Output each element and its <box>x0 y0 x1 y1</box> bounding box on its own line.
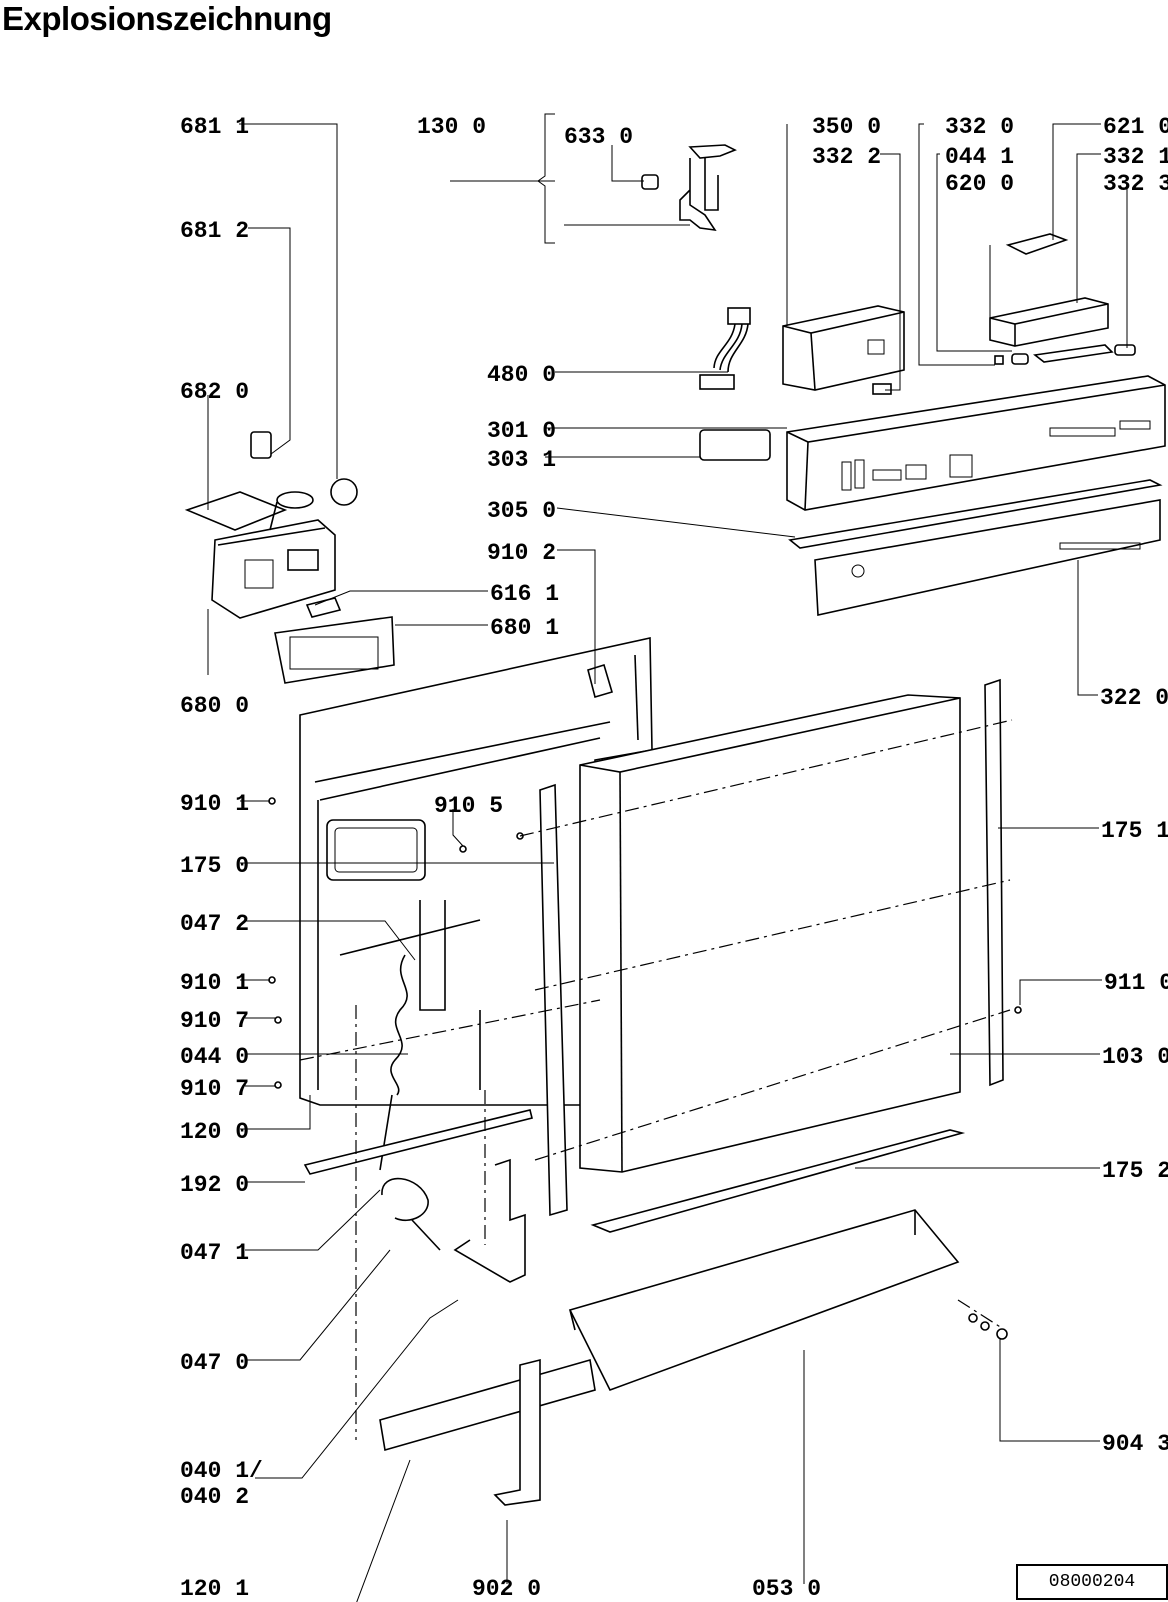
part-wiring-harness <box>699 307 751 390</box>
part-label: 175 1 <box>1101 818 1168 844</box>
part-label: 616 1 <box>490 581 559 607</box>
part-label: 332 2 <box>812 144 881 170</box>
page-title: Explosionszeichnung <box>2 0 332 37</box>
part-label: 620 0 <box>945 171 1014 197</box>
part-label: 130 0 <box>417 114 486 140</box>
part-label: 053 0 <box>752 1576 821 1602</box>
part-base-plate <box>568 1209 960 1391</box>
part-label: 332 3 <box>1103 171 1168 197</box>
part-label: 120 0 <box>180 1119 249 1145</box>
part-label: 305 0 <box>487 498 556 524</box>
reference-number-box: 08000204 <box>1016 1564 1168 1600</box>
part-label: 350 0 <box>812 114 881 140</box>
part-control-panel <box>699 375 1166 616</box>
part-kick-plate <box>379 1358 596 1506</box>
part-label: 681 1 <box>180 114 249 140</box>
part-label: 120 1 <box>180 1576 249 1602</box>
part-label: 040 1/ <box>180 1458 263 1484</box>
part-control-board <box>782 305 905 395</box>
part-side-bracket <box>453 1158 526 1283</box>
part-hinge-bracket <box>641 144 737 232</box>
part-label: 047 1 <box>180 1240 249 1266</box>
part-side-strips <box>539 678 1004 1217</box>
part-bottom-strip <box>590 1129 966 1233</box>
part-label: 910 2 <box>487 540 556 566</box>
part-labels: 681 1 130 0 633 0 350 0 332 2 332 0 044 … <box>180 114 1168 1602</box>
part-label: 633 0 <box>564 124 633 150</box>
part-label: 681 2 <box>180 218 249 244</box>
part-label: 621 0 <box>1103 114 1168 140</box>
part-label: 910 1 <box>180 970 249 996</box>
part-label: 103 0 <box>1102 1044 1168 1070</box>
part-rail <box>303 1109 533 1175</box>
part-dispenser <box>184 431 395 684</box>
part-label: 911 0 <box>1104 970 1168 996</box>
part-label: 175 0 <box>180 853 249 879</box>
part-label: 680 1 <box>490 615 559 641</box>
part-label: 332 1 <box>1103 144 1168 170</box>
part-label: 910 5 <box>434 793 503 819</box>
part-label: 047 2 <box>180 911 249 937</box>
assembly-lines <box>299 719 1013 1440</box>
part-label: 303 1 <box>487 447 556 473</box>
part-label: 040 2 <box>180 1484 249 1510</box>
part-label: 047 0 <box>180 1350 249 1376</box>
part-label: 682 0 <box>180 379 249 405</box>
part-inner-door <box>299 637 653 1106</box>
part-label: 480 0 <box>487 362 556 388</box>
part-label: 044 1 <box>945 144 1014 170</box>
part-spring <box>379 954 441 1251</box>
part-label: 044 0 <box>180 1044 249 1070</box>
part-module <box>989 233 1136 365</box>
leader-lines <box>207 113 1128 1602</box>
parts-layer <box>184 144 1166 1506</box>
part-label: 904 3 <box>1102 1431 1168 1457</box>
part-label: 902 0 <box>472 1576 541 1602</box>
part-door-panel <box>579 694 961 1173</box>
part-label: 910 7 <box>180 1076 249 1102</box>
part-label: 910 1 <box>180 791 249 817</box>
part-label: 680 0 <box>180 693 249 719</box>
part-label: 301 0 <box>487 418 556 444</box>
part-label: 322 0 <box>1100 685 1168 711</box>
part-label: 910 7 <box>180 1008 249 1034</box>
part-screws <box>268 797 1022 1340</box>
part-label: 332 0 <box>945 114 1014 140</box>
part-label: 175 2 <box>1102 1158 1168 1184</box>
part-label: 192 0 <box>180 1172 249 1198</box>
